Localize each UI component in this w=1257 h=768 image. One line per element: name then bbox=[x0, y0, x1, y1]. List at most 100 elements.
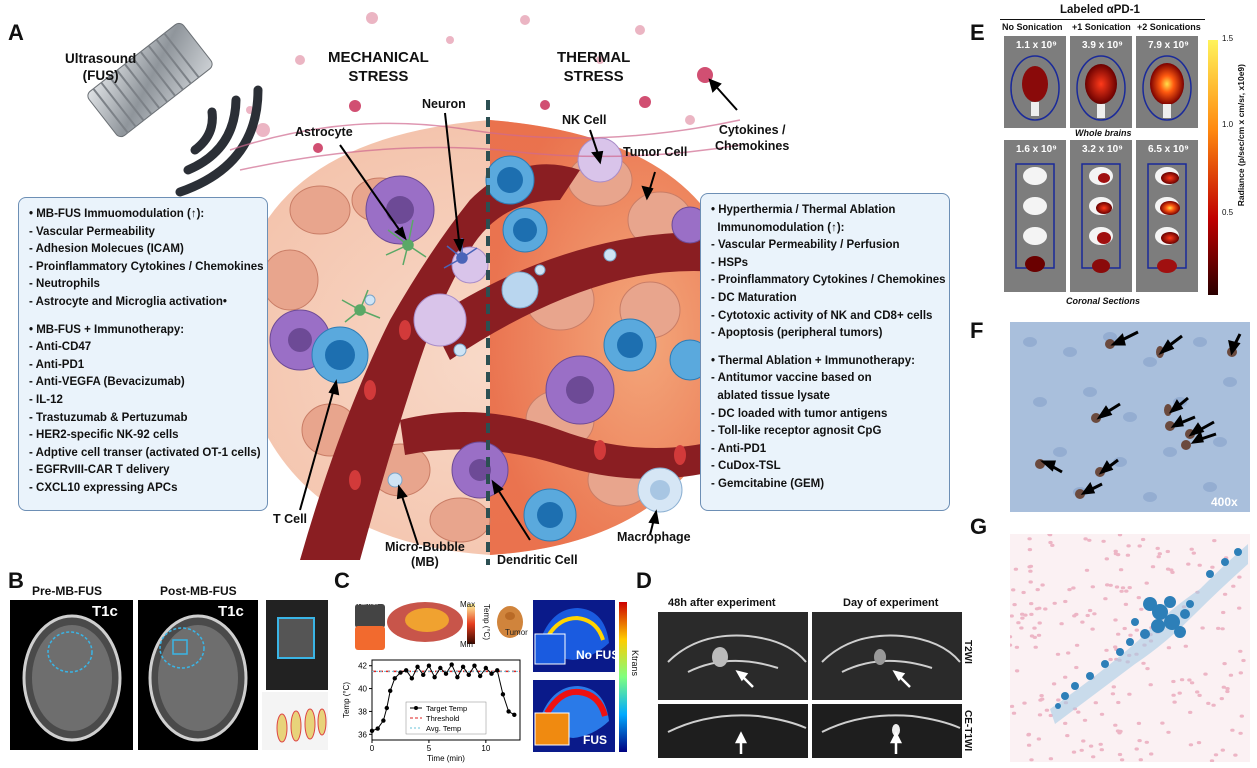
radiance-colorbar bbox=[1208, 40, 1218, 295]
nucleus-dot bbox=[1013, 567, 1019, 571]
nucleus-dot bbox=[1040, 697, 1045, 701]
target-temp-point bbox=[460, 664, 466, 670]
nucleus-dot bbox=[1170, 570, 1175, 574]
nucleus-dot bbox=[1123, 602, 1129, 606]
tumor-label-c2: Tumor bbox=[505, 628, 528, 637]
target-temp-point bbox=[381, 718, 386, 723]
panel-a-illustration bbox=[87, 12, 750, 565]
target-temp-point bbox=[477, 673, 483, 679]
blood-vessel-branch-2 bbox=[400, 412, 720, 479]
tumor-cell-label: Tumor Cell bbox=[623, 145, 688, 159]
panel-f-histology bbox=[1010, 322, 1250, 512]
nucleus-dot bbox=[1104, 648, 1109, 652]
target-temp-point bbox=[421, 672, 426, 678]
nucleus-dot bbox=[1029, 634, 1035, 638]
nucleus-dot bbox=[1033, 645, 1038, 649]
nucleus-dot bbox=[1221, 685, 1226, 689]
nucleus-dot bbox=[1118, 568, 1124, 572]
t2wi-label: T2WI bbox=[962, 640, 973, 664]
nucleus-dot bbox=[1048, 757, 1054, 761]
panel-e-imaging bbox=[1004, 36, 1198, 292]
nucleus-dot bbox=[1091, 755, 1096, 759]
title-rule bbox=[1000, 19, 1205, 20]
panel-letter-b: B bbox=[8, 568, 24, 593]
nucleus-dot bbox=[1119, 589, 1124, 593]
nucleus-dot bbox=[1221, 610, 1226, 615]
panel-d-mri bbox=[658, 612, 962, 758]
panel-letter-a: A bbox=[8, 20, 24, 45]
nucleus-dot bbox=[1228, 673, 1234, 677]
nucleus-dot bbox=[1067, 588, 1072, 592]
pre-mb-fus-label: Pre-MB-FUS bbox=[32, 584, 103, 598]
nucleus-dot bbox=[1114, 585, 1120, 589]
nucleus-dot bbox=[1098, 742, 1103, 746]
two-sonications-label: +2 Sonications bbox=[1137, 22, 1201, 32]
nucleus-dot bbox=[1063, 599, 1068, 604]
e-r2-c1: 1.6 x 10⁹ bbox=[1016, 144, 1057, 155]
nucleus-dot bbox=[1050, 543, 1055, 547]
nucleus-dot bbox=[1012, 603, 1017, 607]
nucleus-dot bbox=[1099, 712, 1105, 716]
nucleus-dot bbox=[1172, 700, 1177, 704]
nucleus-dot bbox=[1212, 539, 1217, 543]
nucleus-dot bbox=[1021, 590, 1026, 595]
nucleus-dot bbox=[1239, 714, 1244, 718]
nucleus-dot bbox=[1171, 693, 1176, 697]
background-droplets bbox=[246, 12, 695, 137]
cbar-max-label: Max bbox=[460, 600, 476, 609]
y-tick-label: 36 bbox=[358, 730, 367, 739]
target-temp-point bbox=[455, 674, 460, 680]
nucleus-dot bbox=[1076, 710, 1081, 714]
t1c-label-post: T1c bbox=[218, 603, 244, 620]
panel-c-thermal-map bbox=[355, 602, 475, 650]
nucleus-dot bbox=[1222, 592, 1228, 596]
target-temp-point bbox=[384, 705, 389, 711]
nucleus-dot bbox=[1026, 743, 1032, 747]
nucleus-dot bbox=[1080, 620, 1085, 624]
nucleus-dot bbox=[1034, 607, 1040, 611]
nucleus-dot bbox=[1136, 721, 1142, 725]
target-temp-point bbox=[512, 712, 517, 718]
nucleus-dot bbox=[1010, 614, 1014, 618]
nucleus-dot bbox=[1110, 692, 1116, 696]
nucleus-dot bbox=[1134, 628, 1139, 632]
target-temp-point bbox=[388, 688, 393, 694]
panel-letter-f: F bbox=[970, 318, 984, 343]
nucleus-dot bbox=[1071, 586, 1076, 590]
nucleus-dot bbox=[1196, 741, 1202, 745]
nucleus-dot bbox=[1105, 583, 1110, 587]
microglia-nuclei bbox=[288, 196, 594, 481]
micro-bubble-label: Micro-Bubble(MB) bbox=[385, 540, 465, 569]
labeled-apd1-title: Labeled αPD-1 bbox=[1060, 4, 1140, 16]
nucleus-dot bbox=[1043, 607, 1048, 611]
nucleus-dot bbox=[1071, 750, 1077, 754]
nucleus-dot bbox=[1010, 643, 1013, 647]
nucleus-dot bbox=[1066, 651, 1071, 655]
nucleus-dot bbox=[1048, 713, 1053, 718]
target-temp-point bbox=[483, 665, 489, 671]
nucleus-dot bbox=[1183, 644, 1188, 648]
nucleus-dot bbox=[1225, 689, 1230, 694]
nucleus-dot bbox=[1103, 597, 1108, 601]
panel-letter-g: G bbox=[970, 514, 988, 539]
annotation-arrows bbox=[299, 78, 738, 546]
micro-bubbles bbox=[364, 248, 617, 488]
nucleus-dot bbox=[1134, 747, 1139, 751]
target-temp-point bbox=[489, 671, 494, 676]
nucleus-dot bbox=[1166, 730, 1171, 734]
y-tick-label: 40 bbox=[358, 685, 367, 694]
nucleus-dot bbox=[1108, 657, 1113, 662]
ultrasound-label: Ultrasound(FUS) bbox=[65, 51, 137, 83]
nucleus-dot bbox=[1011, 711, 1017, 715]
nucleus-dot bbox=[1230, 728, 1235, 732]
t-cell-label: T Cell bbox=[273, 512, 308, 526]
mouse-photo bbox=[497, 606, 523, 638]
nucleus-dot bbox=[1149, 752, 1154, 756]
target-temp-point bbox=[500, 692, 506, 697]
target-temp-point bbox=[398, 670, 403, 675]
nucleus-dot bbox=[1219, 697, 1224, 701]
target-temp-point bbox=[375, 726, 380, 731]
nucleus-dot bbox=[1048, 540, 1053, 545]
nucleus-dot bbox=[1029, 758, 1034, 762]
